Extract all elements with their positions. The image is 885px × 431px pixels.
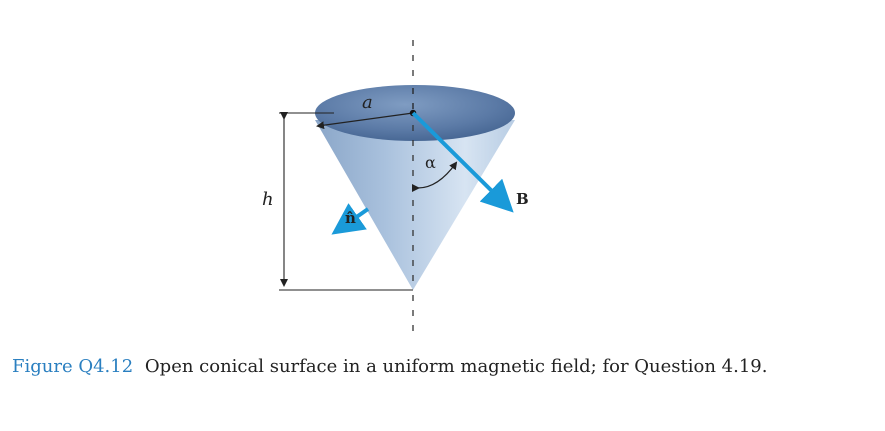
- angle-arc: [411, 161, 458, 193]
- height-label: h: [262, 189, 274, 210]
- figure-caption: Figure Q4.12 Open conical surface in a u…: [12, 356, 767, 377]
- field-arrow: [411, 111, 514, 213]
- radius-label: a: [362, 92, 373, 113]
- caption-label: Figure Q4.12: [12, 356, 134, 377]
- field-label: B: [516, 190, 529, 208]
- radius-arrow: [316, 112, 414, 130]
- caption-text: Open conical surface in a uniform magnet…: [144, 356, 768, 377]
- angle-label: α: [425, 153, 436, 172]
- cone-surface: [315, 120, 515, 290]
- normal-label: n̂: [345, 209, 356, 227]
- normal-arrow: [331, 203, 370, 235]
